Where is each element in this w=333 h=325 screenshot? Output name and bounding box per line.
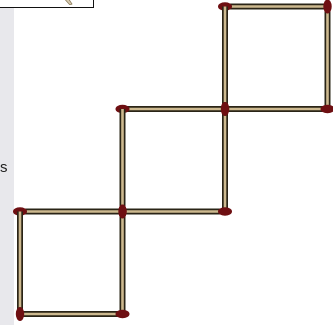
matchstick-mid-square-right[interactable]: [221, 102, 229, 212]
matchstick-top-square-top[interactable]: [218, 2, 328, 10]
match-head: [218, 207, 232, 215]
matchstick-top-square-left[interactable]: [221, 7, 229, 117]
match-head: [116, 310, 130, 318]
matchstick-mid-square-top[interactable]: [116, 105, 226, 113]
matchstick-bottom-square-right[interactable]: [118, 205, 126, 315]
matchstick-top-square-right[interactable]: [323, 0, 331, 109]
match-head: [323, 0, 331, 14]
matchstick-mid-square-left[interactable]: [118, 109, 126, 219]
match-head: [221, 102, 229, 116]
matchstick-bottom-square-top[interactable]: [13, 207, 123, 215]
matchstick-mid-square-bottom[interactable]: [123, 207, 233, 215]
match-head: [118, 205, 126, 219]
matchstick-top-square-bottom[interactable]: [225, 105, 333, 113]
matchstick-bottom-square-left[interactable]: [16, 212, 24, 322]
matchstick-bottom-square-bottom[interactable]: [20, 310, 130, 318]
match-head: [16, 307, 24, 321]
